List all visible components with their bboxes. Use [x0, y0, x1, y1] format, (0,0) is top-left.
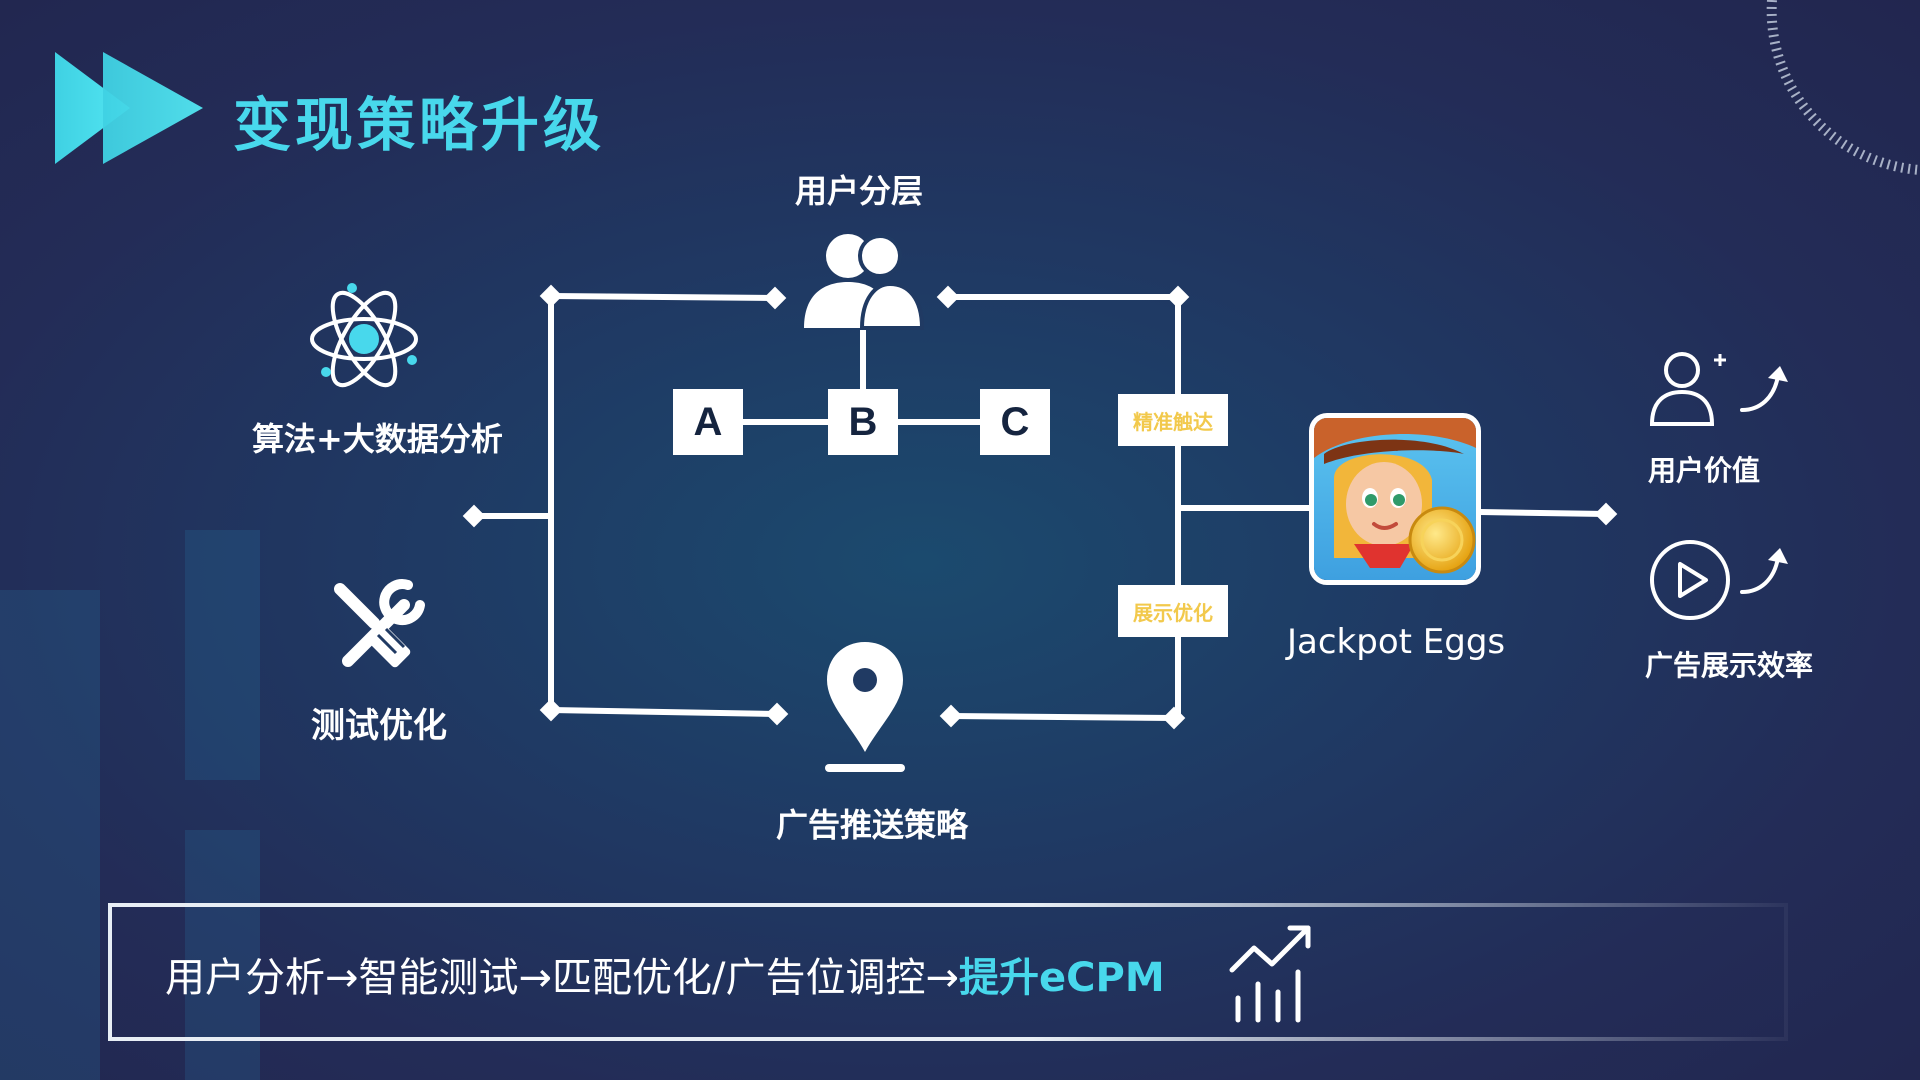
game-name-label: Jackpot Eggs	[1287, 622, 1506, 662]
page-title: 变现策略升级	[233, 91, 606, 159]
trend-up-arrow-icon	[1740, 548, 1788, 594]
flow-summary-box	[108, 903, 1788, 1041]
user-layering-label: 用户分层	[795, 172, 924, 210]
background-bar	[0, 590, 100, 1080]
game-character-image	[1314, 418, 1476, 580]
game-app-icon[interactable]	[1309, 413, 1481, 585]
user-add-icon	[1649, 352, 1726, 426]
segment-b: B	[828, 389, 898, 455]
trend-up-arrow-icon	[1740, 366, 1788, 412]
user-value-label: 用户价值	[1648, 454, 1761, 487]
users-icon	[804, 234, 925, 330]
ad-efficiency-label: 广告展示效率	[1645, 649, 1814, 682]
flow-steps: 用户分析→智能测试→匹配优化/广告位调控→	[165, 955, 960, 1001]
display-opt-tag: 展示优化	[1118, 585, 1228, 637]
ad-push-label: 广告推送策略	[776, 806, 969, 844]
background-bar	[185, 530, 260, 780]
atom-icon	[310, 283, 418, 388]
segment-c: C	[980, 389, 1050, 455]
fast-forward-icon	[55, 52, 203, 164]
play-icon	[1650, 540, 1730, 620]
algorithm-label: 算法+大数据分析	[252, 420, 503, 458]
tools-icon	[334, 579, 425, 668]
segment-a: A	[673, 389, 743, 455]
precise-reach-tag: 精准触达	[1118, 394, 1228, 446]
bar-chart-growth-icon	[1229, 925, 1311, 1023]
flow-summary-text: 用户分析→智能测试→匹配优化/广告位调控→提升eCPM	[165, 945, 1165, 1003]
location-pin-icon	[825, 642, 905, 772]
testing-label: 测试优化	[311, 706, 447, 746]
flow-highlight: 提升eCPM	[959, 955, 1165, 1001]
